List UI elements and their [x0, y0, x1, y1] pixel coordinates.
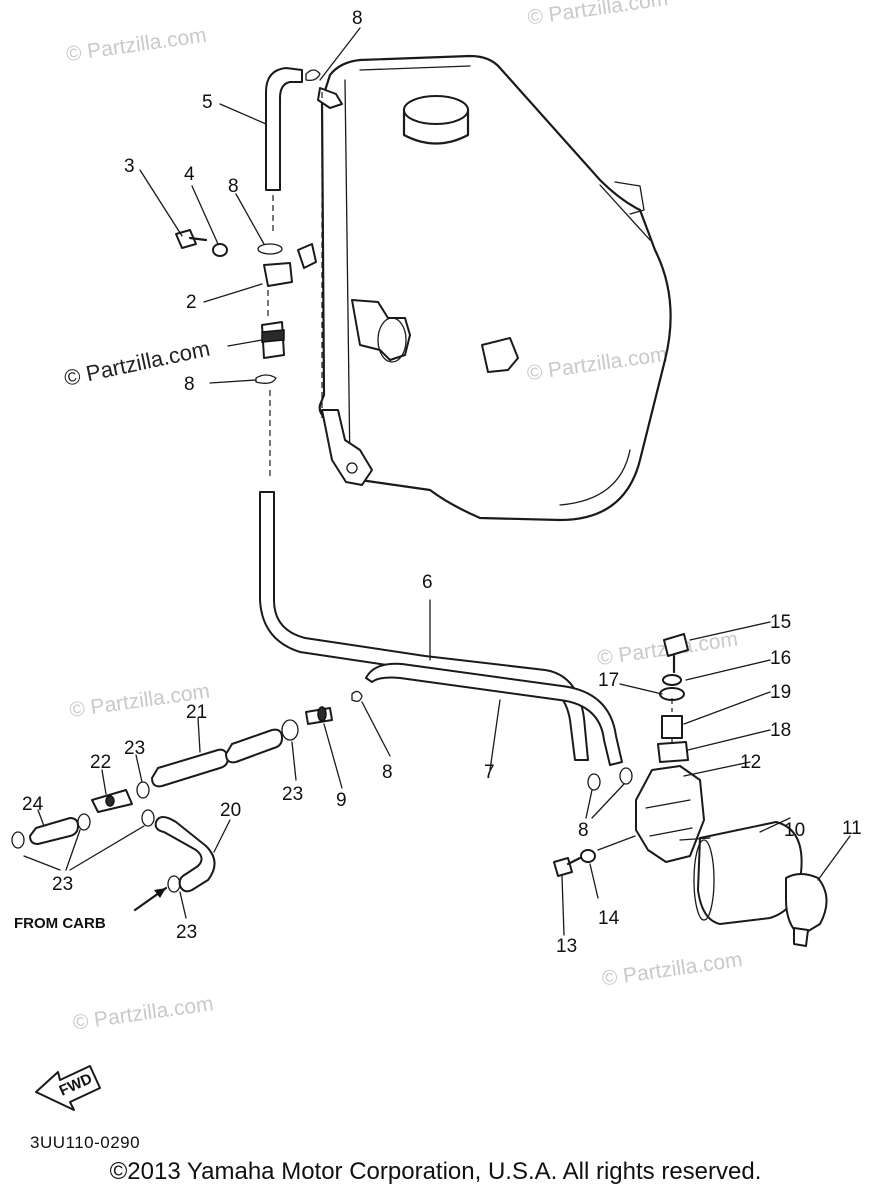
callout: 19 [770, 682, 791, 703]
callout: 21 [186, 702, 207, 723]
callout: 15 [770, 612, 791, 633]
callout: 23 [282, 784, 303, 805]
fitting-22 [91, 789, 133, 813]
callout: 18 [770, 720, 791, 741]
diagram-code: 3UU110-0290 [30, 1133, 140, 1152]
callout: 2 [186, 292, 197, 313]
watermark: © Partzilla.com [72, 992, 215, 1034]
callout: 10 [784, 820, 805, 841]
callout: 22 [90, 752, 111, 773]
leader [489, 699, 501, 771]
leader [679, 837, 711, 841]
callout: 9 [336, 790, 347, 811]
arrow-head [154, 888, 166, 898]
clamp-23 [281, 719, 299, 741]
callout: 20 [220, 800, 241, 821]
clamp-8 [255, 374, 277, 384]
callout: 6 [422, 572, 433, 593]
washer-16 [662, 674, 682, 686]
callout: 13 [556, 936, 577, 957]
callout: 5 [202, 92, 213, 113]
callout-labels: 8 5 3 4 8 2 8 6 15 16 17 19 18 12 10 11 … [22, 8, 862, 957]
oil-tank [297, 54, 672, 522]
clamp-23 [11, 831, 25, 849]
collar-19 [661, 715, 683, 739]
hose-24 [29, 817, 79, 845]
callout: 8 [578, 820, 589, 841]
clamp-23 [167, 875, 181, 893]
cap-11 [785, 873, 828, 947]
bracket-2 [263, 262, 293, 287]
hose-20 [154, 816, 216, 893]
pump-bracket-12 [635, 765, 705, 863]
hose-6 [259, 491, 589, 761]
from-carb-note: FROM CARB [14, 915, 106, 932]
callout: 12 [740, 752, 761, 773]
callout: 4 [184, 164, 195, 185]
fwd-arrow: FWD [35, 1065, 101, 1111]
watermark: © Partzilla.com [65, 24, 208, 66]
watermark: © Partzilla.com [526, 0, 669, 30]
watermark: © Partzilla.com [526, 343, 669, 385]
callout: 7 [484, 762, 495, 783]
callout: 23 [176, 922, 197, 943]
fitting-9 [305, 706, 333, 725]
clamp-8 [351, 690, 363, 702]
callout: 16 [770, 648, 791, 669]
watermarks: © Partzilla.com © Partzilla.com © Partzi… [65, 0, 744, 1035]
clamp-8 [587, 773, 601, 791]
callout: 23 [52, 874, 73, 895]
copyright-notice: ©2013 Yamaha Motor Corporation, U.S.A. A… [109, 1158, 762, 1185]
callout: 14 [598, 908, 620, 929]
bolt-15 [663, 633, 689, 674]
clamp-23 [136, 781, 150, 799]
clamp-8 [305, 69, 321, 82]
bolt-13 [553, 856, 582, 877]
callout: 24 [22, 794, 44, 815]
clamp-23 [141, 809, 155, 827]
callout: 23 [124, 738, 145, 759]
hose-7 [365, 662, 623, 766]
clamp-8 [257, 243, 283, 255]
callout: 8 [352, 8, 363, 29]
clamp-8 [619, 767, 633, 785]
hose-21 [151, 728, 283, 788]
callout: 3 [124, 156, 135, 177]
inline-filter [261, 321, 285, 359]
callout: 8 [228, 176, 239, 197]
clamp-23 [77, 813, 91, 831]
leader-lines [23, 27, 851, 936]
watermark: © Partzilla.com [601, 948, 744, 990]
washer-14 [580, 849, 596, 863]
callout: 11 [842, 818, 862, 839]
callout: 17 [598, 670, 619, 691]
grommet-18 [657, 741, 689, 763]
callout: 8 [184, 374, 195, 395]
callout: 8 [382, 762, 393, 783]
pump-10 [693, 821, 803, 925]
hose-5 [265, 67, 303, 191]
washer-4 [212, 243, 228, 257]
leader [597, 835, 636, 851]
